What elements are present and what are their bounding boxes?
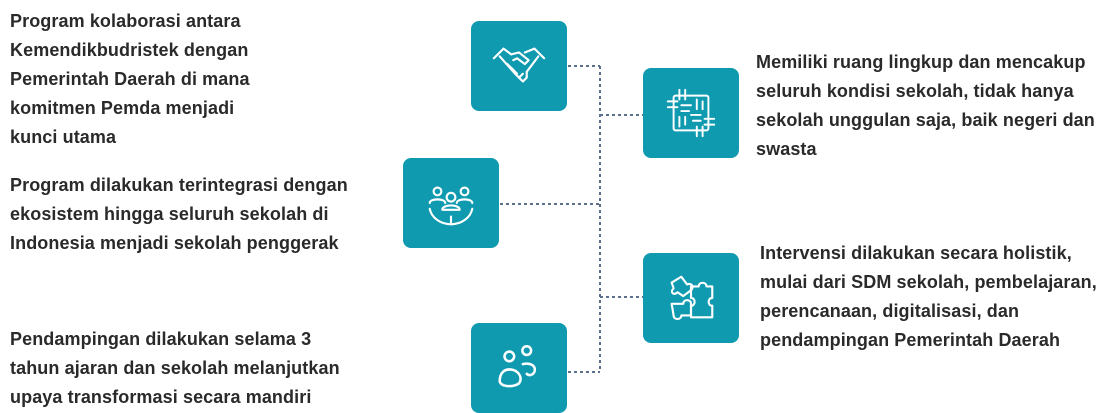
joined-hands-icon bbox=[666, 88, 716, 138]
item-text-collaboration: Program kolaborasi antara Kemendikbudris… bbox=[10, 11, 250, 147]
mentoring-box bbox=[471, 323, 567, 413]
community-icon bbox=[428, 186, 474, 226]
handshake-box bbox=[471, 21, 567, 111]
puzzle-box bbox=[643, 253, 739, 343]
puzzle-icon bbox=[670, 275, 714, 321]
mentoring-icon bbox=[498, 344, 537, 388]
joined-hands-box bbox=[643, 68, 739, 158]
handshake-icon bbox=[492, 47, 546, 83]
item-text-mentoring: Pendampingan dilakukan selama 3 tahun aj… bbox=[10, 329, 340, 407]
item-text-integration: Program dilakukan terintegrasi dengan ek… bbox=[10, 175, 348, 253]
item-text-holistic: Intervensi dilakukan secara holistik, mu… bbox=[760, 243, 1097, 350]
item-text-scope: Memiliki ruang lingkup dan mencakup selu… bbox=[756, 52, 1095, 159]
community-box bbox=[403, 158, 499, 248]
